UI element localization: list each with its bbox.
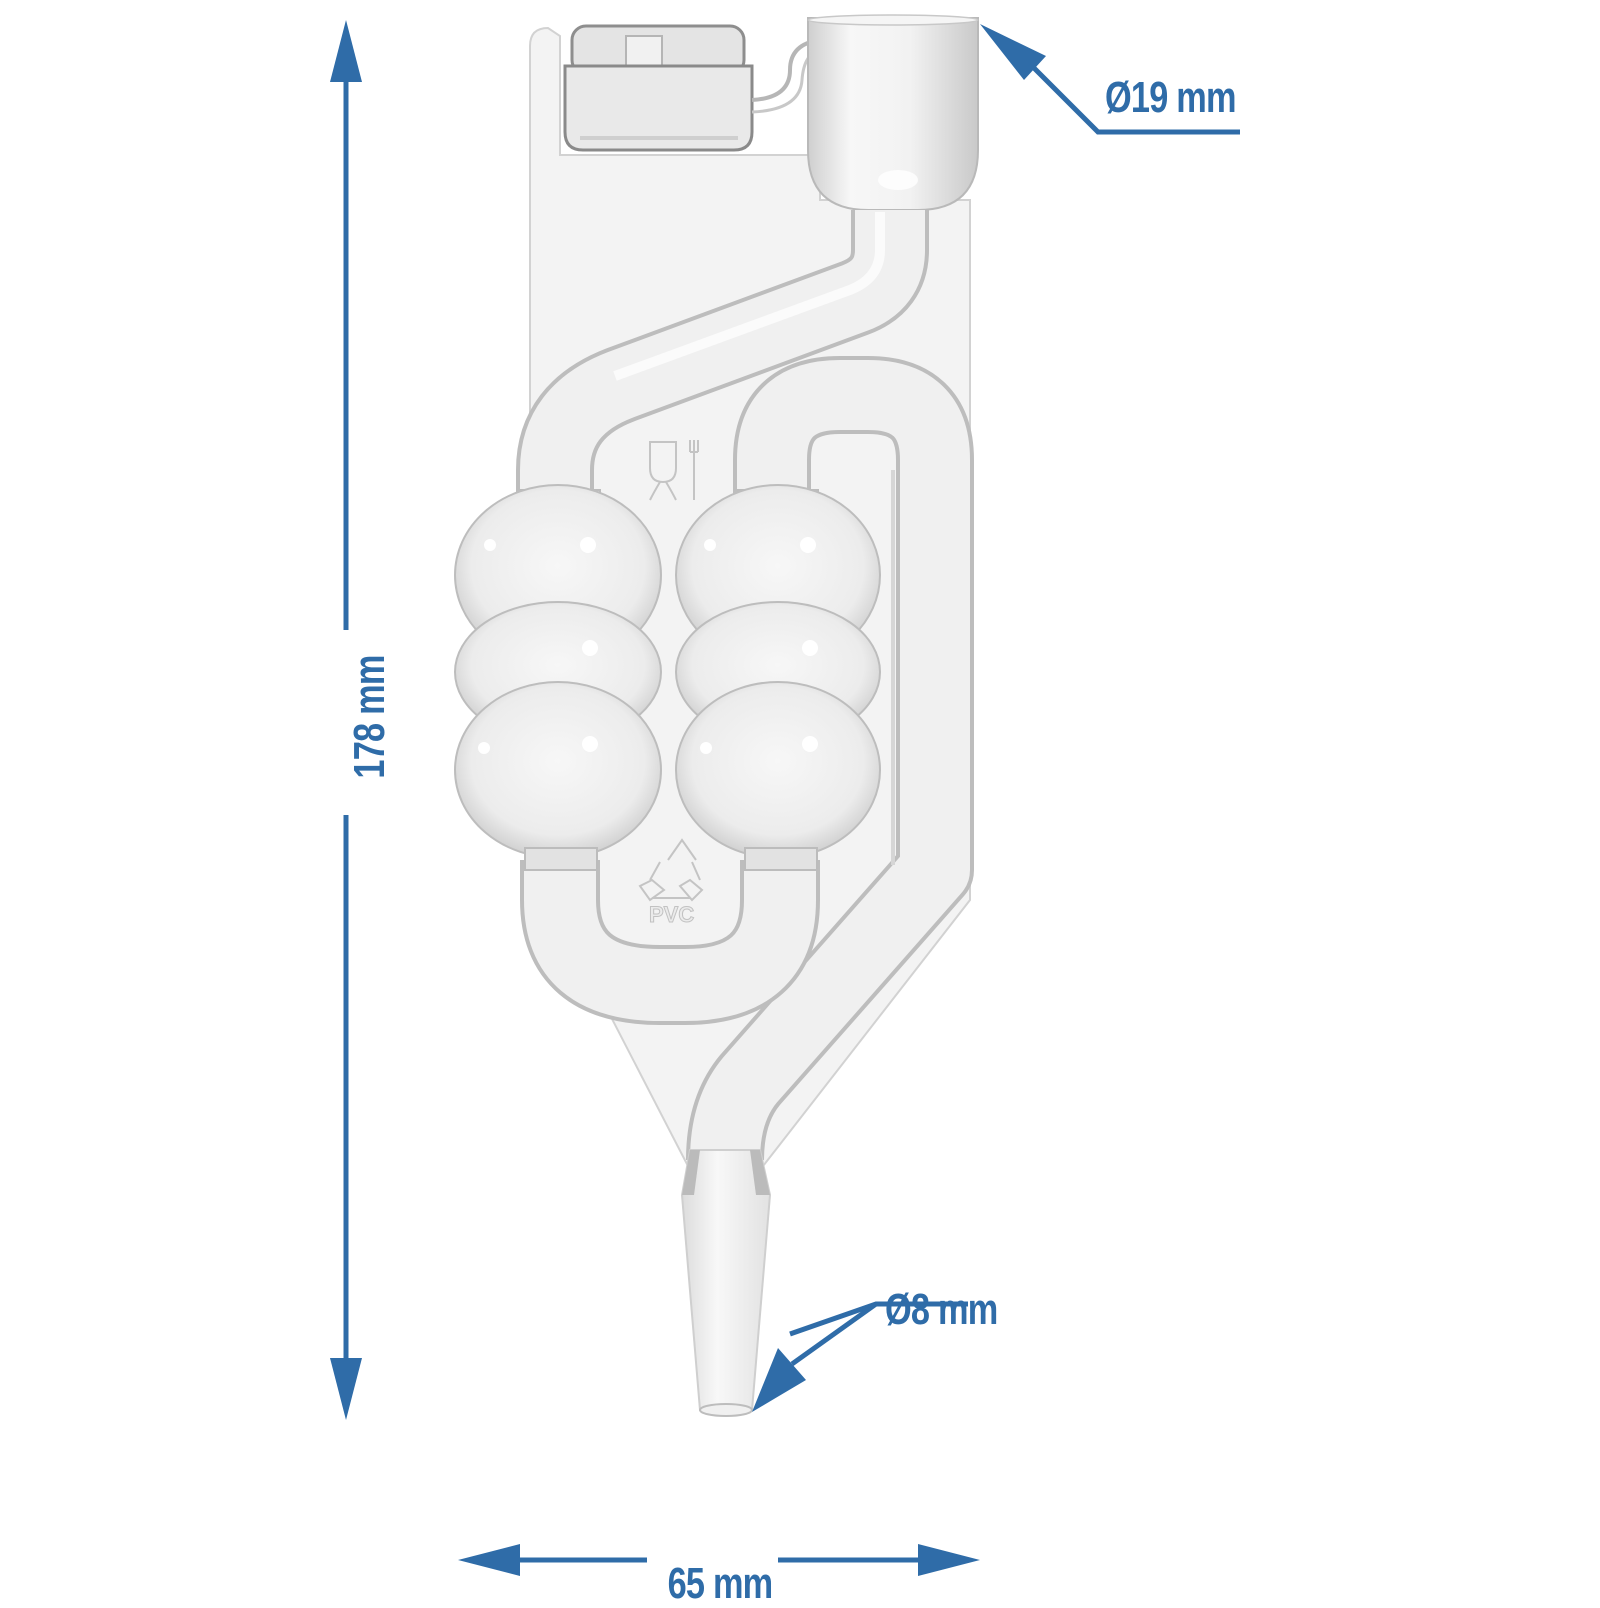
height-dimension-arrow bbox=[330, 20, 362, 1420]
inlet-tube bbox=[516, 210, 929, 510]
airlock-cap bbox=[563, 24, 823, 152]
height-dimension-label: 178 mm bbox=[345, 655, 394, 779]
top-diameter-label: Ø19 mm bbox=[1105, 73, 1237, 122]
right-bubble-chamber bbox=[675, 484, 881, 871]
width-dimension-arrow bbox=[458, 1544, 980, 1576]
width-dimension-label: 65 mm bbox=[667, 1559, 774, 1608]
top-opening bbox=[807, 14, 979, 211]
left-bubble-chamber bbox=[454, 484, 662, 871]
bottom-stem bbox=[680, 1149, 772, 1417]
u-bend-tube bbox=[520, 860, 820, 1025]
glass-and-fork-icon bbox=[649, 440, 699, 501]
recycling-icon bbox=[638, 838, 704, 902]
material-code-pvc: PVC bbox=[649, 902, 694, 927]
top-diameter-leader-arrow bbox=[980, 24, 1240, 135]
return-loop-tube bbox=[686, 356, 974, 1161]
bottom-diameter-leader-arrow bbox=[752, 1301, 968, 1412]
bottom-diameter-label: Ø8 mm bbox=[885, 1285, 998, 1334]
